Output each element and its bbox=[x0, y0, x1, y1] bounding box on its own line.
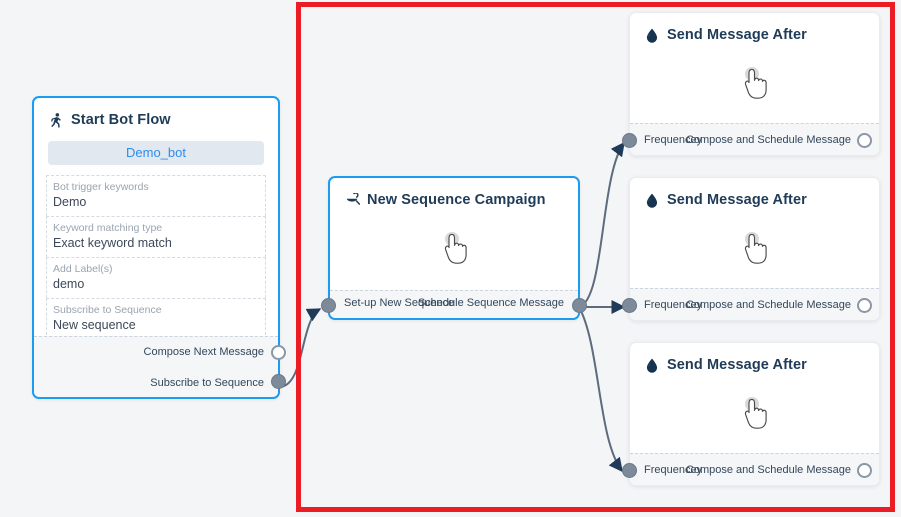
field-value: New sequence bbox=[53, 318, 136, 332]
node-send-message-after-1[interactable]: Send Message After Frequencey Compose an… bbox=[622, 12, 880, 156]
port-label-frequencey: Frequencey bbox=[644, 463, 703, 476]
node-start-bot-flow[interactable]: Start Bot Flow Demo_bot Bot trigger keyw… bbox=[32, 96, 286, 399]
field-subscribe-to-sequence[interactable]: Subscribe to Sequence New sequence bbox=[46, 298, 266, 340]
field-bot-trigger-keywords[interactable]: Bot trigger keywords Demo bbox=[46, 175, 266, 216]
node-title-send-message-after-2: Send Message After bbox=[630, 178, 879, 208]
field-value: Demo bbox=[53, 195, 87, 209]
droplet-icon bbox=[644, 192, 660, 208]
port-label-setup-new-sequence: Set-up New Sequence bbox=[344, 297, 455, 309]
bot-name-pill[interactable]: Demo_bot bbox=[48, 141, 264, 165]
node-title-start-bot-flow: Start Bot Flow bbox=[34, 98, 278, 128]
node-title-text: New Sequence Campaign bbox=[367, 192, 546, 208]
node-send-message-after-2[interactable]: Send Message After Frequencey Compose an… bbox=[622, 177, 880, 321]
port-label: Subscribe to Sequence bbox=[150, 376, 264, 389]
port-setup-new-sequence[interactable] bbox=[321, 298, 336, 313]
port-schedule-sequence-message[interactable] bbox=[572, 298, 587, 313]
port-compose-and-schedule-message[interactable] bbox=[857, 463, 872, 478]
node-footer-send-message-after-1: Frequencey Compose and Schedule Message bbox=[622, 123, 879, 155]
port-frequencey[interactable] bbox=[622, 298, 637, 313]
field-label: Bot trigger keywords bbox=[53, 181, 149, 193]
field-value: Exact keyword match bbox=[53, 236, 172, 250]
node-footer-new-sequence-campaign: Set-up New Sequence Schedule Sequence Me… bbox=[321, 290, 587, 318]
port-label-compose-and-schedule-message: Compose and Schedule Message bbox=[685, 298, 851, 311]
droplet-icon bbox=[644, 27, 660, 43]
port-label-schedule-sequence-message: Schedule Sequence Message bbox=[417, 297, 564, 309]
hand-pointer-cursor bbox=[733, 226, 779, 272]
bot-field-list: Bot trigger keywords Demo Keyword matchi… bbox=[46, 175, 266, 340]
port-frequencey[interactable] bbox=[622, 133, 637, 148]
droplet-icon bbox=[644, 357, 660, 373]
port-label-frequencey: Frequencey bbox=[644, 133, 703, 146]
node-title-send-message-after-1: Send Message After bbox=[630, 13, 879, 43]
field-label: Subscribe to Sequence bbox=[53, 304, 162, 316]
field-value: demo bbox=[53, 277, 85, 291]
port-compose-and-schedule-message[interactable] bbox=[857, 133, 872, 148]
field-add-labels[interactable]: Add Label(s) demo bbox=[46, 257, 266, 298]
port-subscribe-to-sequence[interactable] bbox=[271, 374, 286, 389]
edge-schedule-to-card3 bbox=[578, 306, 623, 473]
port-label-frequencey: Frequencey bbox=[644, 298, 703, 311]
port-label-compose-and-schedule-message: Compose and Schedule Message bbox=[685, 463, 851, 476]
node-send-message-after-3[interactable]: Send Message After Frequencey Compose an… bbox=[622, 342, 880, 486]
port-compose-next-message[interactable] bbox=[271, 345, 286, 360]
port-label: Compose Next Message bbox=[143, 346, 264, 358]
port-row-subscribe-to-sequence[interactable]: Subscribe to Sequence bbox=[34, 367, 286, 398]
node-title-text: Send Message After bbox=[667, 357, 807, 373]
node-footer-send-message-after-3: Frequencey Compose and Schedule Message bbox=[622, 453, 879, 485]
hand-pointer-cursor bbox=[733, 61, 779, 107]
field-keyword-matching-type[interactable]: Keyword matching type Exact keyword matc… bbox=[46, 216, 266, 257]
hand-pointer-cursor bbox=[733, 391, 779, 437]
node-footer-send-message-after-2: Frequencey Compose and Schedule Message bbox=[622, 288, 879, 320]
port-compose-and-schedule-message[interactable] bbox=[857, 298, 872, 313]
edge-schedule-to-card1 bbox=[578, 141, 625, 308]
port-label-compose-and-schedule-message: Compose and Schedule Message bbox=[685, 133, 851, 146]
node-title-text: Send Message After bbox=[667, 27, 807, 43]
node-footer-start-bot-flow: Compose Next Message Subscribe to Sequen… bbox=[34, 336, 286, 398]
node-title-send-message-after-3: Send Message After bbox=[630, 343, 879, 373]
port-frequencey[interactable] bbox=[622, 463, 637, 478]
edge-subscribe-to-setup bbox=[279, 308, 322, 388]
node-title-text: Send Message After bbox=[667, 192, 807, 208]
node-title-new-sequence-campaign: New Sequence Campaign bbox=[330, 178, 578, 208]
walking-person-icon bbox=[48, 112, 64, 128]
node-title-text: Start Bot Flow bbox=[71, 112, 171, 128]
field-label: Add Label(s) bbox=[53, 263, 113, 275]
sequence-campaign-icon bbox=[344, 192, 360, 208]
field-label: Keyword matching type bbox=[53, 222, 163, 234]
node-new-sequence-campaign[interactable]: New Sequence Campaign Set-up New Sequenc… bbox=[321, 176, 587, 320]
hand-pointer-cursor bbox=[433, 226, 479, 272]
port-row-compose-next-message[interactable]: Compose Next Message bbox=[34, 337, 286, 367]
